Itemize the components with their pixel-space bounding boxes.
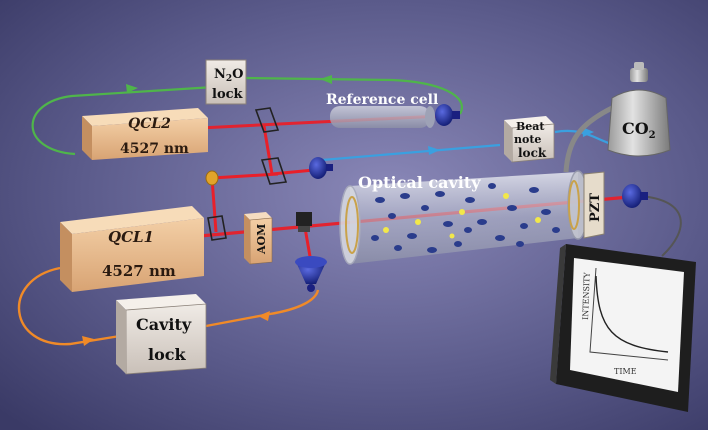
beat-label: Beat bbox=[516, 120, 545, 133]
intensity-monitor bbox=[550, 244, 696, 412]
orange-arrow-head bbox=[82, 336, 94, 346]
co2-main: CO bbox=[622, 119, 649, 138]
co2-label: CO2 bbox=[622, 119, 656, 141]
beat-note-lock-box bbox=[504, 116, 555, 163]
n2o-label: N2O bbox=[214, 67, 243, 84]
mirror-1 bbox=[254, 107, 280, 133]
orange-feedback-loop bbox=[18, 266, 121, 346]
n2o-lock-box bbox=[205, 59, 247, 105]
reference-cell-label: Reference cell bbox=[326, 92, 438, 108]
reference-cell bbox=[330, 106, 435, 128]
qcl1-wavelength: 4527 nm bbox=[102, 262, 176, 280]
beam-splitter-1 bbox=[260, 157, 288, 185]
qcl2-wavelength: 4527 nm bbox=[120, 141, 189, 157]
green-feedback-loop bbox=[31, 84, 231, 156]
green-arrow-head-2 bbox=[320, 75, 332, 84]
note-label: note bbox=[514, 133, 541, 146]
monitor-y-label: INTENSITY bbox=[581, 271, 592, 320]
blue-arrow-head-2 bbox=[582, 127, 594, 137]
green-feedback-loop-right bbox=[243, 76, 463, 115]
co2-cylinder bbox=[607, 62, 671, 157]
beam-splitter-2 bbox=[296, 212, 312, 232]
gas-line bbox=[563, 105, 614, 173]
monitor-x-label: TIME bbox=[614, 367, 637, 376]
detector-beat-note bbox=[309, 157, 333, 179]
green-arrow-head bbox=[126, 84, 138, 93]
optical-cavity bbox=[339, 170, 589, 265]
n2o-subscript: 2 bbox=[226, 74, 232, 84]
pzt-label: PZT bbox=[588, 193, 603, 222]
aom-modulator bbox=[244, 212, 273, 265]
qcl2-name: QCL2 bbox=[128, 116, 171, 132]
n2o-lock-label: lock bbox=[212, 87, 244, 102]
blue-feedback-loop bbox=[321, 143, 501, 162]
qcl1-laser bbox=[60, 206, 204, 292]
beat-lock-label: lock bbox=[518, 146, 547, 160]
detector-cavity-transmission bbox=[622, 184, 648, 208]
detector-monitor-cable bbox=[639, 195, 682, 257]
n2o-n: N bbox=[214, 67, 226, 82]
mirror-2 bbox=[207, 215, 227, 241]
detector-reference bbox=[435, 104, 460, 126]
qcl1-name: QCL1 bbox=[108, 228, 154, 246]
orange-arrow-head-2 bbox=[258, 311, 270, 321]
co2-subscript: 2 bbox=[649, 130, 656, 141]
lens bbox=[205, 170, 219, 186]
blue-arrow-head bbox=[428, 146, 440, 155]
aom-label: AOM bbox=[255, 224, 268, 255]
cavity-lock-line2: lock bbox=[148, 345, 186, 364]
optical-cavity-label: Optical cavity bbox=[358, 173, 481, 192]
cavity-lock-line1: Cavity bbox=[136, 315, 192, 334]
n2o-o: O bbox=[232, 67, 243, 82]
cavity-lock-box bbox=[116, 294, 207, 375]
orange-cable-to-detector bbox=[205, 289, 320, 328]
pzt-actuator bbox=[583, 171, 605, 239]
qcl2-laser bbox=[82, 108, 208, 160]
detector-cavity-lock bbox=[295, 256, 327, 292]
